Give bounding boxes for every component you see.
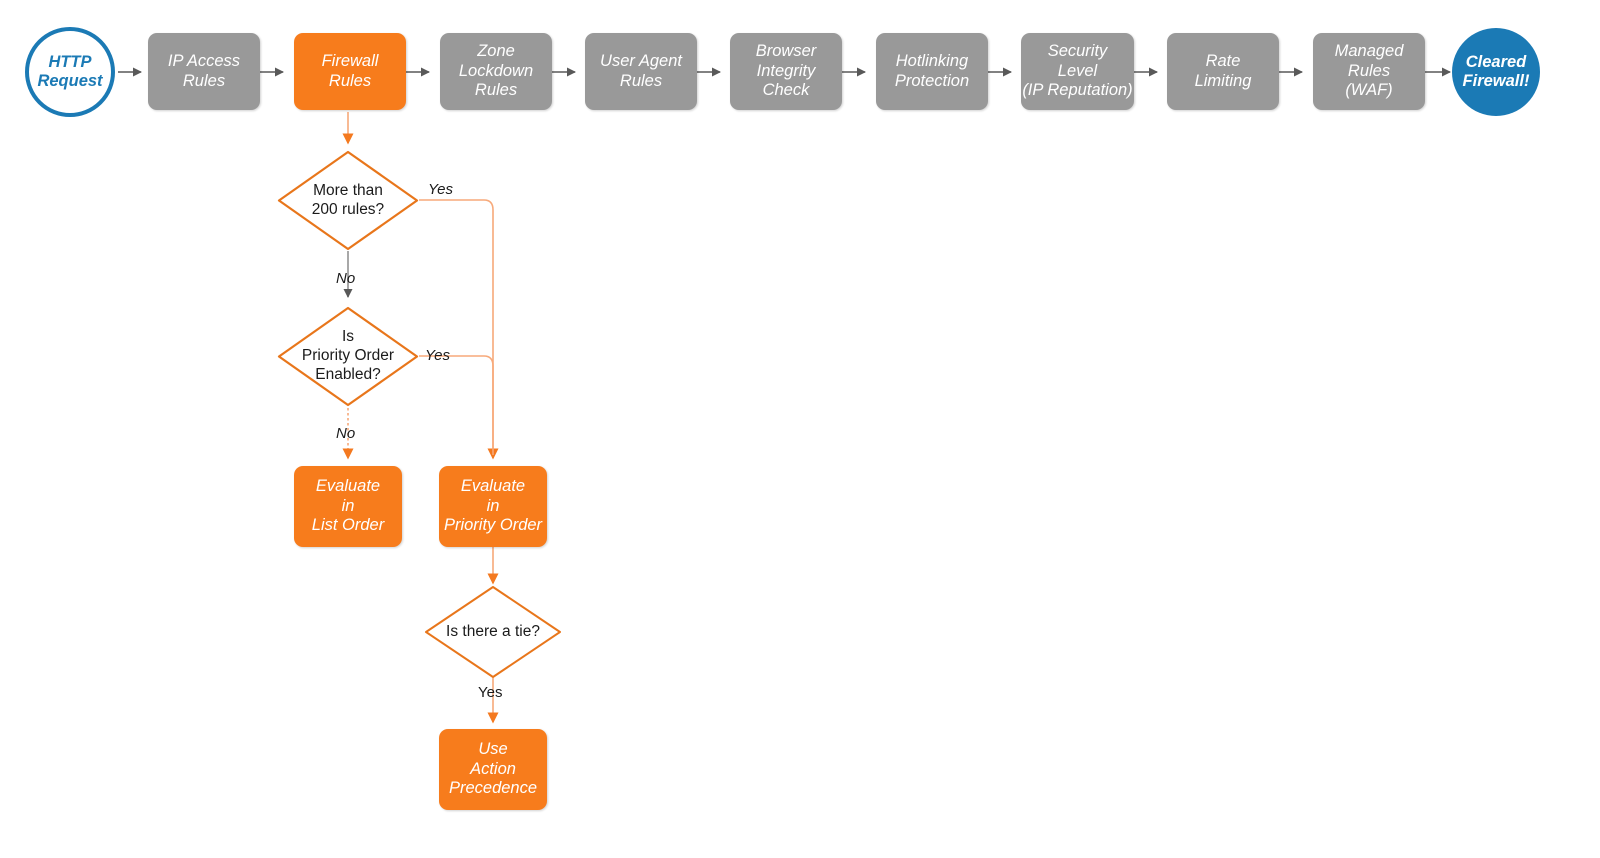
node-label: HTTP Request: [37, 52, 103, 90]
node-more-than-200-rules[interactable]: More than 200 rules?: [277, 150, 419, 251]
node-label: Use Action Precedence: [448, 740, 538, 798]
edge-label-yes-tie: Yes: [478, 684, 503, 701]
node-label: Hotlinking Protection: [894, 52, 970, 90]
node-hotlinking-protection[interactable]: Hotlinking Protection: [876, 33, 988, 110]
node-label: Cleared Firewall!: [1462, 52, 1530, 90]
node-managed-rules-waf[interactable]: Managed Rules (WAF): [1313, 33, 1425, 110]
node-rate-limiting[interactable]: Rate Limiting: [1167, 33, 1279, 110]
node-user-agent-rules[interactable]: User Agent Rules: [585, 33, 697, 110]
node-label: IP Access Rules: [167, 52, 241, 90]
node-evaluate-in-list-order[interactable]: Evaluate in List Order: [294, 466, 402, 547]
node-label: Is Priority Order Enabled?: [301, 328, 395, 383]
diamond-shape: [277, 150, 419, 251]
node-browser-integrity-check[interactable]: Browser Integrity Check: [730, 33, 842, 110]
node-use-action-precedence[interactable]: Use Action Precedence: [439, 729, 547, 810]
node-firewall-rules[interactable]: Firewall Rules: [294, 33, 406, 110]
node-label: User Agent Rules: [600, 52, 682, 90]
node-label: Security Level (IP Reputation): [1022, 42, 1133, 100]
node-is-there-a-tie[interactable]: Is there a tie?: [424, 585, 562, 679]
node-is-priority-order-enabled[interactable]: Is Priority Order Enabled?: [277, 306, 419, 407]
node-zone-lockdown-rules[interactable]: Zone Lockdown Rules: [440, 33, 552, 110]
node-label: Managed Rules (WAF): [1334, 42, 1404, 100]
node-security-level[interactable]: Security Level (IP Reputation): [1021, 33, 1134, 110]
node-label: Is there a tie?: [446, 622, 540, 640]
edge-label-yes-200-rules: Yes: [428, 181, 454, 198]
node-label: Zone Lockdown Rules: [458, 42, 534, 100]
node-label: Rate Limiting: [1194, 52, 1252, 90]
diamond-shape: [425, 586, 561, 678]
node-cleared-firewall[interactable]: Cleared Firewall!: [1452, 28, 1540, 116]
edge-label-no-priority-order: No: [336, 425, 356, 442]
edge-label-yes-priority-order: Yes: [425, 347, 451, 364]
node-label: Evaluate in Priority Order: [443, 477, 543, 535]
diamond-shape: [277, 306, 419, 407]
node-http-request[interactable]: HTTP Request: [25, 27, 115, 117]
node-evaluate-in-priority-order[interactable]: Evaluate in Priority Order: [439, 466, 547, 547]
node-label: Firewall Rules: [321, 52, 379, 90]
edge-label-no-200-rules: No: [336, 270, 356, 287]
node-label: Evaluate in List Order: [311, 477, 385, 535]
node-ip-access-rules[interactable]: IP Access Rules: [148, 33, 260, 110]
node-label: More than 200 rules?: [311, 181, 385, 218]
node-label: Browser Integrity Check: [755, 42, 817, 100]
